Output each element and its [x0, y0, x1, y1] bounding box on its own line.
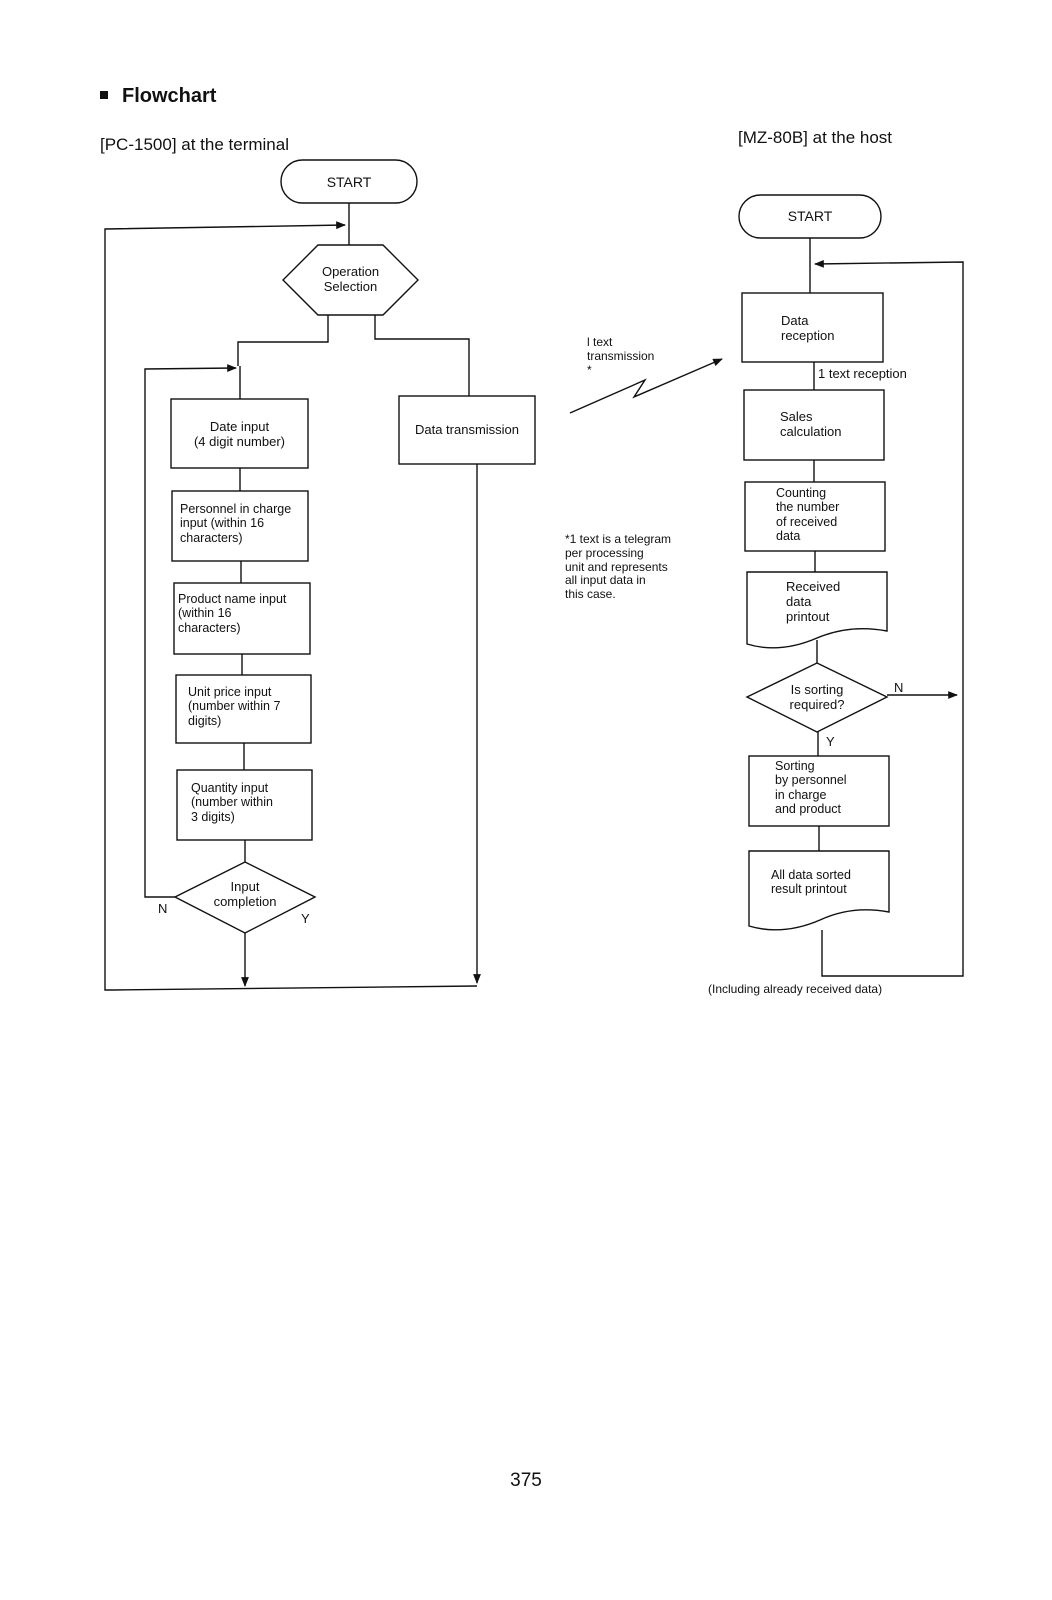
- sorting-question-label: Is sorting required?: [789, 682, 845, 712]
- unit-price-input-label: Unit price input (number within 7 digits…: [188, 685, 281, 728]
- transmission-zigzag: [569, 358, 723, 414]
- received-printout-label: Received data printout: [786, 579, 841, 624]
- right-start-label: START: [787, 208, 833, 224]
- operation-selection-hexagon: [282, 244, 419, 316]
- data-reception-label: Data reception: [781, 313, 835, 343]
- right-chart-title: [MZ-80B] at the host: [738, 128, 893, 147]
- input-completion-no-label: N: [158, 901, 168, 916]
- received-printout-document: [746, 571, 888, 649]
- input-completion-yes-label: Y: [301, 911, 310, 926]
- sales-calculation-label: Sales calculation: [780, 409, 842, 439]
- data-transmission-box: [398, 395, 536, 465]
- operation-selection-label: Operation Selection: [321, 264, 380, 294]
- left-start-label: START: [326, 174, 372, 190]
- sorting-question-yes-label: Y: [826, 734, 835, 749]
- connector-completion-no-loop: [144, 364, 237, 898]
- connector-outer-loop: [104, 221, 346, 991]
- loop-note: (Including already received data): [708, 982, 883, 996]
- personnel-input-label: Personnel in charge input (within 16 cha…: [180, 502, 292, 545]
- sorting-required-diamond: [745, 662, 889, 733]
- sorting-question-no-label: N: [894, 680, 904, 695]
- sorted-printout-label: All data sorted result printout: [771, 868, 851, 897]
- quantity-input-label: Quantity input (number within 3 digits): [191, 781, 273, 824]
- date-input-label: Date input (4 digit number): [193, 419, 286, 449]
- connector-selection-right-branch: [374, 315, 470, 396]
- connector-bottom-join: [112, 985, 478, 991]
- sorting-label: Sorting by personnel in charge and produ…: [775, 759, 847, 817]
- page-heading: Flowchart: [100, 85, 216, 108]
- connector-selection-left-branch: [237, 315, 329, 366]
- counting-label: Counting the number of received data: [776, 486, 840, 544]
- connector-right-loop-back: [814, 259, 964, 977]
- product-input-label: Product name input (within 16 characters…: [178, 592, 287, 635]
- input-completion-label: Input completion: [213, 879, 277, 909]
- input-completion-diamond: [173, 861, 317, 934]
- data-reception-box: [741, 292, 884, 363]
- heading-bullet-icon: [100, 90, 108, 99]
- left-chart-title: [PC-1500] at the terminal: [100, 135, 289, 154]
- text-reception-label: 1 text reception: [818, 366, 907, 381]
- page-number: 375: [510, 1470, 542, 1491]
- data-transmission-label: Data transmission: [414, 422, 520, 437]
- transmission-link-label: l text transmission *: [587, 335, 655, 377]
- transmission-footnote: *1 text is a telegram per processing uni…: [565, 532, 672, 602]
- heading-text: Flowchart: [122, 85, 217, 107]
- sorted-printout-document: [748, 850, 890, 931]
